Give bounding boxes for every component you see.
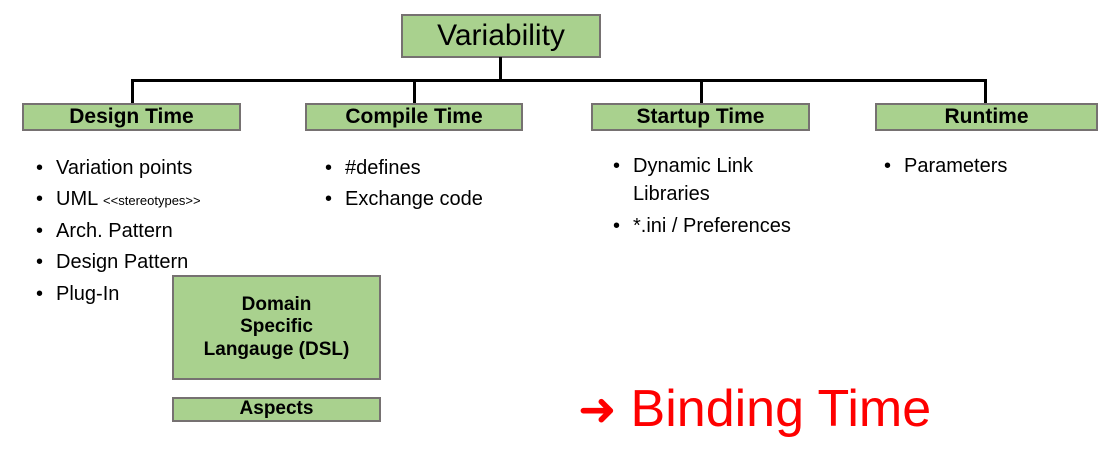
binding-time-label: Binding Time xyxy=(630,380,932,438)
list-item-label: Dynamic Link Libraries xyxy=(633,155,754,206)
list-item-label: UML <<stereotypes>> xyxy=(56,185,201,213)
list-item: • Variation points xyxy=(36,154,306,182)
connector-drop-runtime xyxy=(984,79,987,104)
list-item: • UML <<stereotypes>> xyxy=(36,185,306,213)
list-item-label: Exchange code xyxy=(345,188,483,211)
node-design-time[interactable]: Design Time xyxy=(22,103,241,131)
bullet-icon: • xyxy=(36,219,44,242)
list-item-label: #defines xyxy=(345,157,421,179)
list-item: • Design Pattern xyxy=(36,248,306,276)
connector-bus xyxy=(131,79,987,82)
list-item-label: Design Pattern xyxy=(56,251,189,274)
bullet-icon: • xyxy=(36,282,44,305)
binding-time-callout: ➜ Binding Time xyxy=(578,383,931,435)
bullet-list-design-time: • Variation points • UML <<stereotypes>>… xyxy=(36,154,306,311)
list-item-label: Plug-In xyxy=(56,282,120,305)
list-item: • Exchange code xyxy=(325,185,575,213)
connector-drop-design-time xyxy=(131,79,134,104)
bullet-icon: • xyxy=(613,155,621,177)
bullet-icon: • xyxy=(36,188,44,211)
list-item: • #defines xyxy=(325,154,575,182)
bullet-icon: • xyxy=(325,157,333,179)
dsl-line-1: Domain xyxy=(241,294,312,316)
bullet-list-startup-time: • Dynamic Link Libraries • *.ini / Prefe… xyxy=(613,152,853,243)
node-compile-time[interactable]: Compile Time xyxy=(305,103,523,131)
stereotype-label: <<stereotypes>> xyxy=(103,193,201,209)
aspects-line-1: Aspects xyxy=(239,398,314,420)
node-aspects[interactable]: Aspects xyxy=(172,397,381,422)
connector-drop-startup-time xyxy=(700,79,703,104)
list-item: • Plug-In xyxy=(36,280,306,308)
node-startup-time[interactable]: Startup Time xyxy=(591,103,810,131)
list-item: • Dynamic Link Libraries xyxy=(613,152,853,209)
list-item: • Parameters xyxy=(884,152,1104,180)
bullet-list-runtime: • Parameters xyxy=(884,152,1104,183)
bullet-icon: • xyxy=(36,157,44,179)
list-item: • *.ini / Preferences xyxy=(613,212,853,240)
bullet-icon: • xyxy=(325,188,333,211)
list-item: • Arch. Pattern xyxy=(36,217,306,245)
list-item-label: Parameters xyxy=(904,155,1008,177)
list-item-text: UML xyxy=(56,188,104,211)
list-item-label: *.ini / Preferences xyxy=(633,214,791,237)
bullet-icon: • xyxy=(884,155,892,177)
dsl-line-2: Specific xyxy=(240,316,313,338)
connector-root-stem xyxy=(499,57,502,80)
dsl-line-3: Langauge (DSL) xyxy=(203,338,350,360)
right-arrow-icon: ➜ xyxy=(578,382,617,436)
connector-drop-compile-time xyxy=(413,79,416,104)
list-item-label: Variation points xyxy=(56,157,193,179)
bullet-icon: • xyxy=(613,214,621,237)
node-domain-specific-language[interactable]: Domain Specific Langauge (DSL) xyxy=(172,275,381,380)
bullet-icon: • xyxy=(36,251,44,274)
node-variability[interactable]: Variability xyxy=(401,14,601,58)
bullet-list-compile-time: • #defines • Exchange code xyxy=(325,154,575,217)
list-item-label: Arch. Pattern xyxy=(56,219,173,242)
node-runtime[interactable]: Runtime xyxy=(875,103,1098,131)
